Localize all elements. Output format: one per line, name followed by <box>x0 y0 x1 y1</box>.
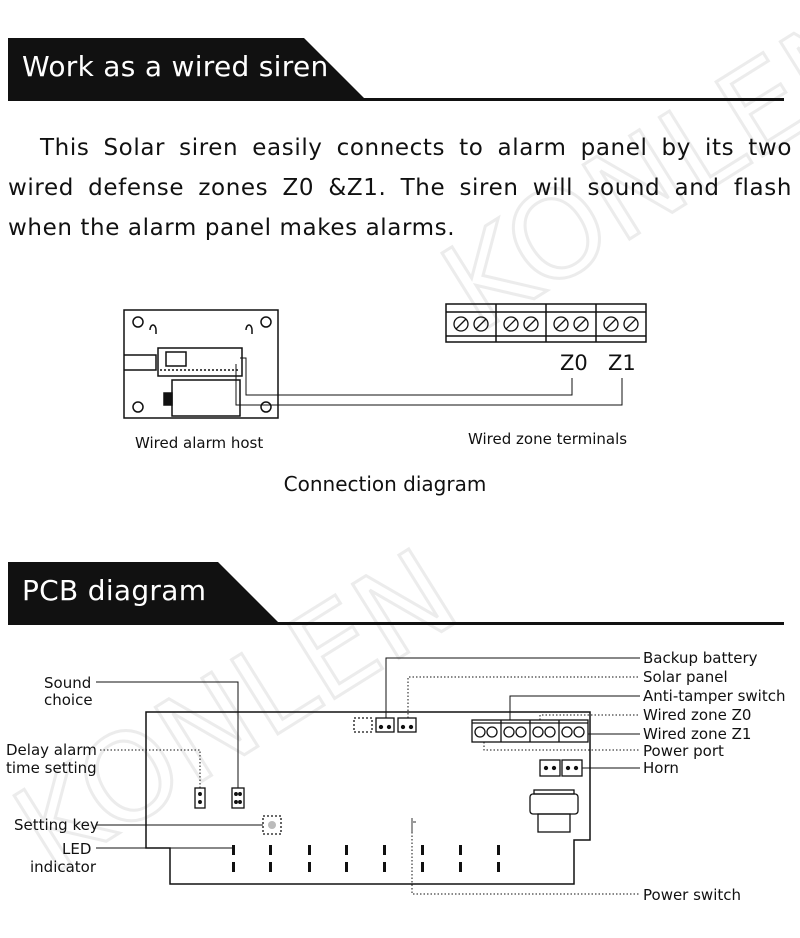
intro-paragraph: This Solar siren easily connects to alar… <box>8 128 792 248</box>
label-power-port: Power port <box>643 742 724 760</box>
delay-setting-jumper <box>194 787 206 809</box>
connection-wires <box>235 357 623 406</box>
section-tab-shape <box>8 562 784 625</box>
label-wired-zone-z0: Wired zone Z0 <box>643 706 751 724</box>
power-switch <box>411 818 416 832</box>
pcb-terminal-block <box>471 719 589 743</box>
label-led-line1: LED <box>62 840 91 858</box>
led-indicators <box>232 845 500 872</box>
label-sound-choice-line1: Sound <box>44 674 91 692</box>
horn-connector <box>539 759 583 777</box>
label-led-line2: indicator <box>30 858 97 876</box>
label-horn: Horn <box>643 759 679 777</box>
zone-terminal-block <box>445 303 647 343</box>
terminals-caption: Wired zone terminals <box>468 430 628 448</box>
host-caption: Wired alarm host <box>135 434 264 452</box>
section-header-pcb: PCB diagram <box>8 562 784 625</box>
leader-lines <box>96 657 640 849</box>
section-title-pcb: PCB diagram <box>22 574 207 607</box>
backup-battery-connector <box>353 717 417 733</box>
dotted-leader-lines <box>100 676 640 895</box>
z0-label: Z0 <box>560 351 588 375</box>
intro-text: This Solar siren easily connects to alar… <box>8 135 792 241</box>
section-title-wired: Work as a wired siren <box>22 50 329 83</box>
label-solar-panel: Solar panel <box>643 668 728 686</box>
z1-label: Z1 <box>608 351 636 375</box>
label-delay-line2: time setting <box>6 759 97 777</box>
label-setting-key: Setting key <box>14 816 99 834</box>
label-wired-zone-z1: Wired zone Z1 <box>643 725 751 743</box>
section-header-wired: Work as a wired siren <box>8 38 784 101</box>
alarm-host-device <box>123 309 279 419</box>
label-anti-tamper-switch: Anti-tamper switch <box>643 687 786 705</box>
sound-choice-jumper <box>231 787 245 809</box>
label-sound-choice-line2: choice <box>44 691 93 709</box>
label-delay-line1: Delay alarm <box>6 741 97 759</box>
connection-diagram-title: Connection diagram <box>283 472 487 496</box>
label-power-switch: Power switch <box>643 886 741 904</box>
section-tab-shape <box>8 38 784 101</box>
pcb-buzzer-component <box>529 789 579 833</box>
setting-key <box>262 815 282 835</box>
label-backup-battery: Backup battery <box>643 649 758 667</box>
